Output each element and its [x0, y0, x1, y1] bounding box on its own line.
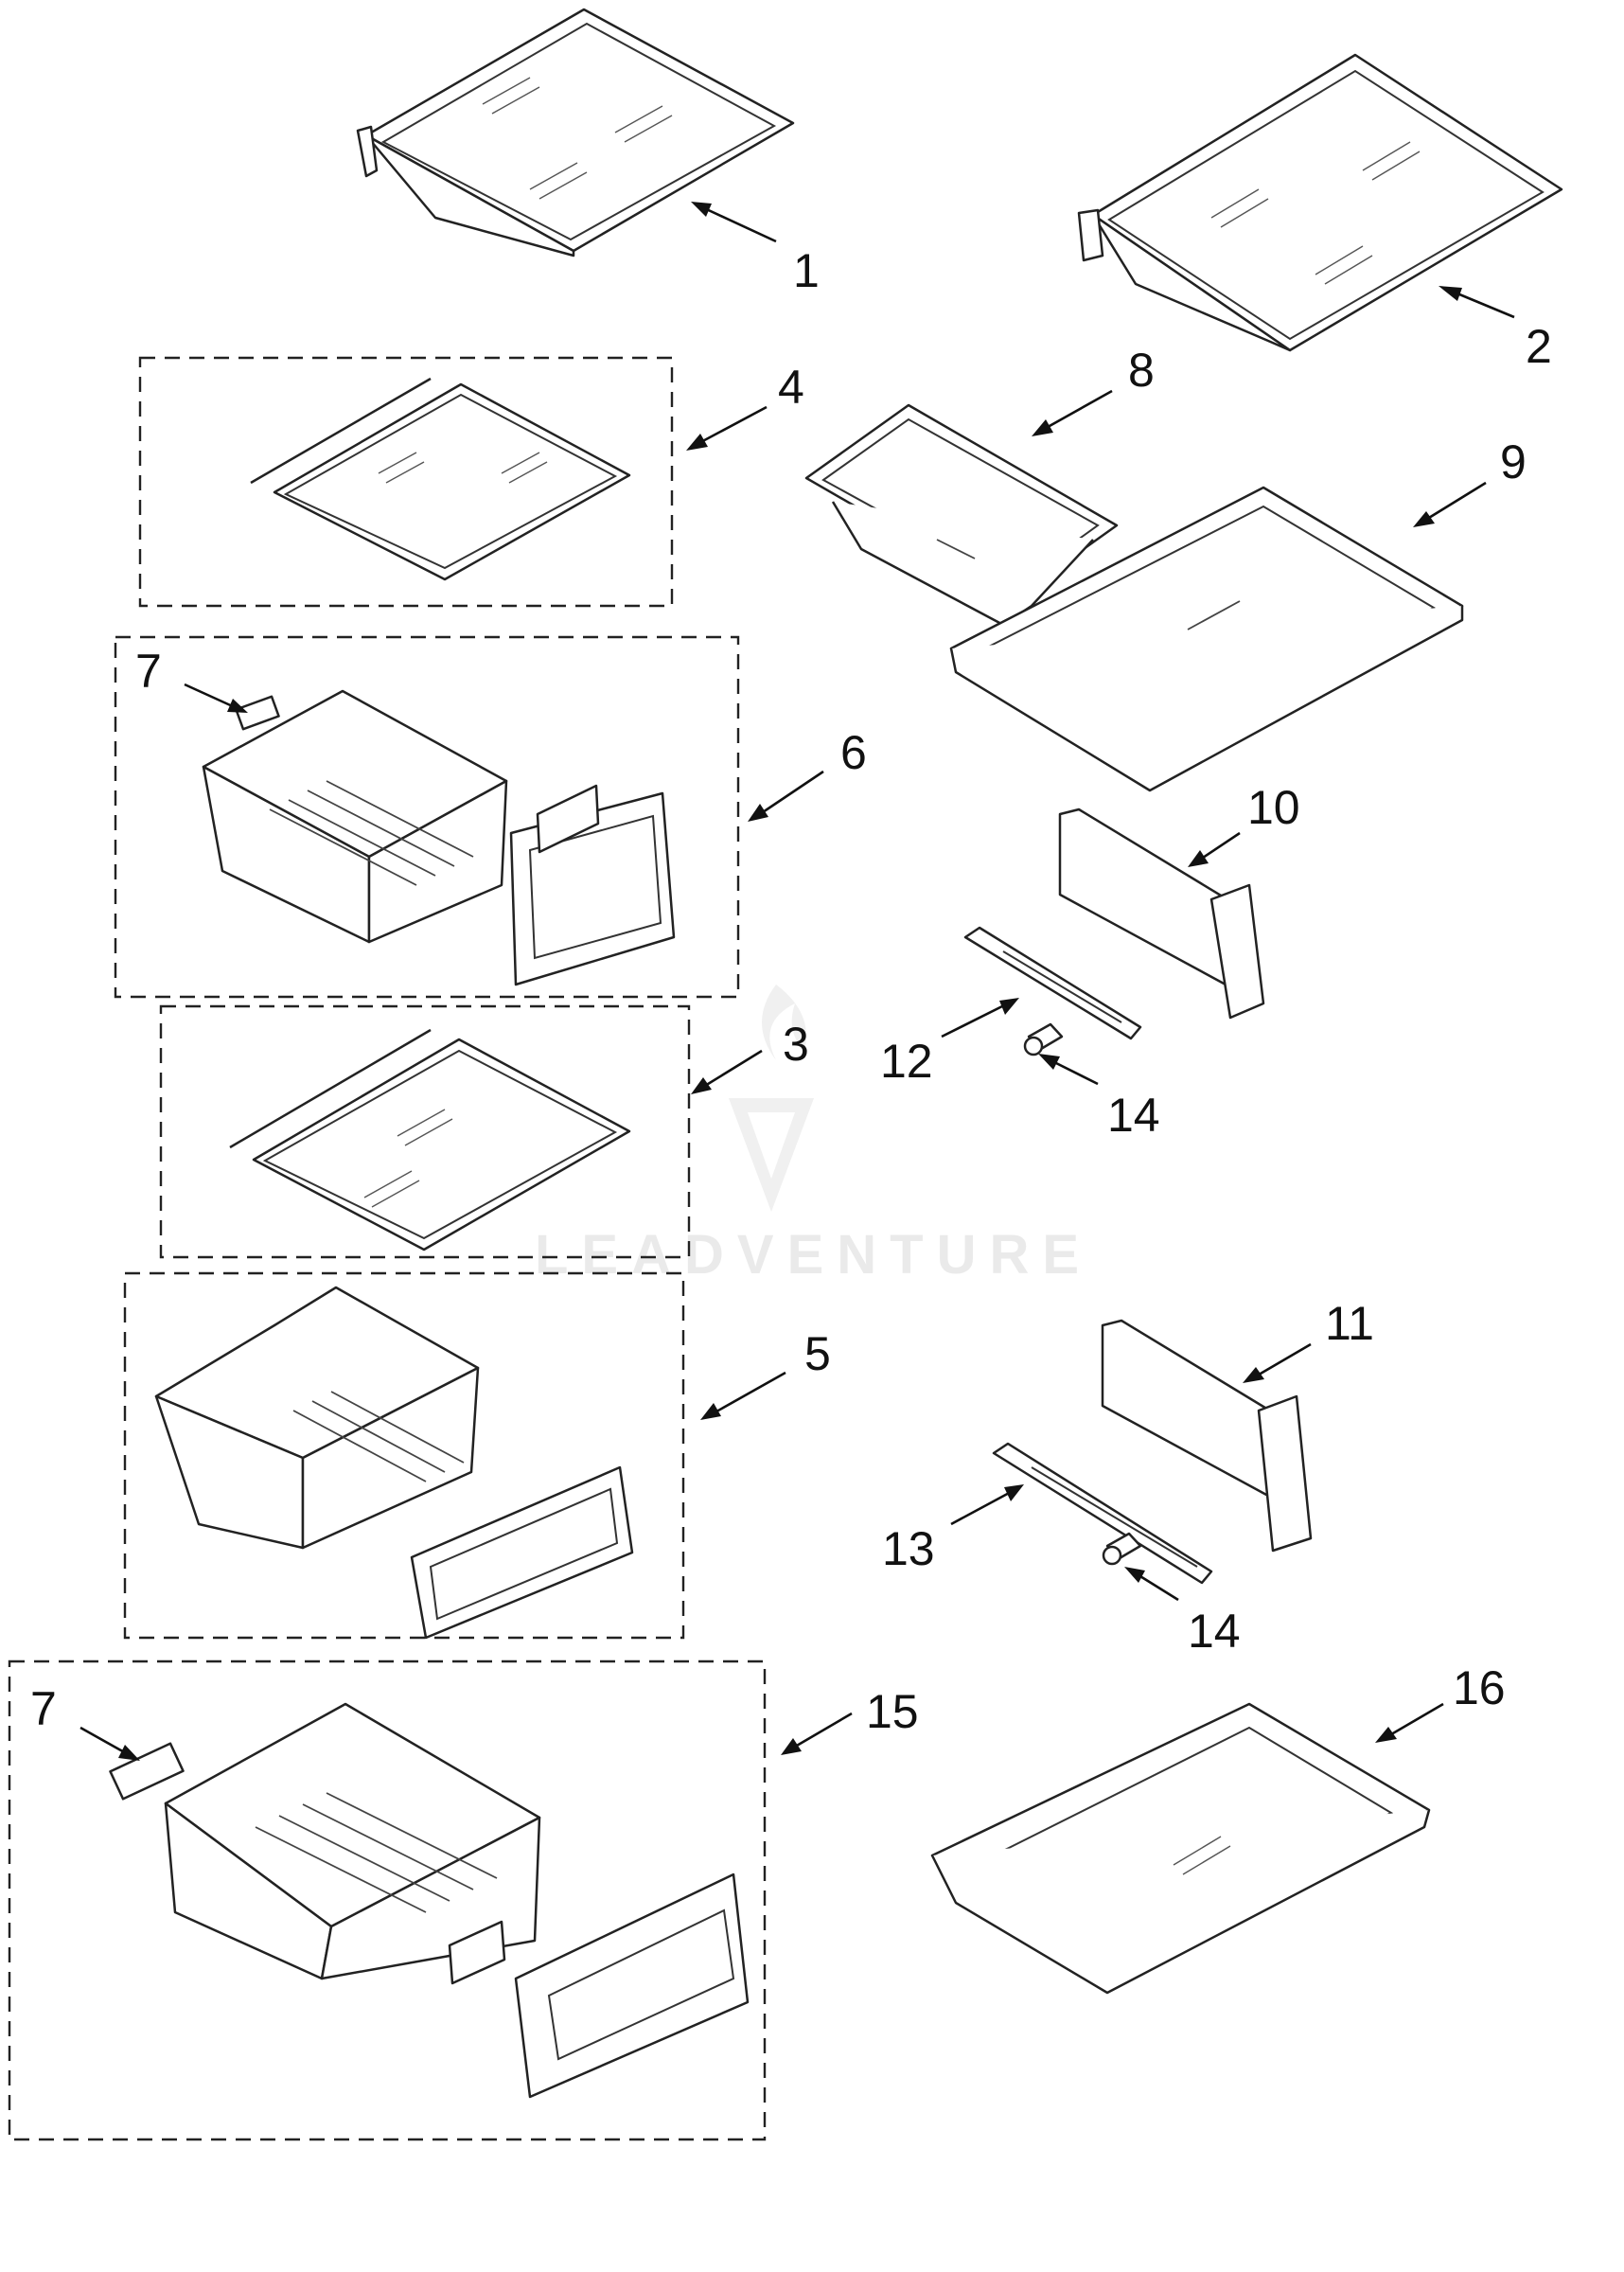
part-4-glass-shelf: [250, 377, 631, 581]
part-11-rail-cover: [1101, 1319, 1313, 1553]
callout-10: 10: [1247, 781, 1300, 834]
part-3-glass-shelf: [229, 1028, 631, 1251]
part-16-crisper-cover: [930, 1702, 1431, 1995]
watermark: LEADVENTURE: [535, 985, 1092, 1286]
callout-13: 13: [882, 1522, 935, 1575]
part-7-humidity-control: [235, 695, 280, 731]
part-8-bin: [804, 403, 1119, 627]
callout-16: 16: [1453, 1661, 1506, 1714]
callout-7-lower: 7: [30, 1682, 57, 1735]
callout-6: 6: [840, 726, 867, 779]
group-box-6: [114, 635, 740, 999]
part-13-slide-rail: [992, 1442, 1213, 1585]
group-box-5: [123, 1271, 685, 1640]
leader-lines: [79, 202, 1515, 1761]
part-10-rail-cover: [1058, 808, 1265, 1020]
group-box-3: [159, 1004, 691, 1259]
callout-4: 4: [778, 361, 804, 414]
callout-14-upper: 14: [1107, 1089, 1160, 1142]
callout-11: 11: [1325, 1297, 1374, 1350]
callout-8: 8: [1128, 344, 1155, 397]
callout-2: 2: [1526, 320, 1552, 373]
part-14-screw-lower: [1102, 1532, 1142, 1566]
part-5-drawer: [154, 1286, 634, 1640]
callout-1: 1: [793, 244, 820, 297]
group-box-4: [138, 356, 674, 608]
part-14-screw-upper: [1023, 1022, 1064, 1056]
callout-3: 3: [783, 1018, 809, 1071]
part-15-drawer: [164, 1702, 750, 2099]
watermark-text: LEADVENTURE: [535, 1224, 1092, 1286]
part-6-crisper-drawer: [202, 689, 676, 986]
group-box-15: [8, 1660, 767, 2141]
part-2-shelf: [1077, 53, 1563, 352]
part-9-tray: [949, 486, 1464, 792]
callout-7-upper: 7: [135, 645, 162, 698]
callout-12: 12: [880, 1035, 933, 1088]
callout-5: 5: [804, 1327, 831, 1380]
callout-labels: 1 2 3 4 5 6 7 7 8 9 10 11 12 13 14 14 15…: [30, 244, 1552, 1738]
callout-9: 9: [1500, 435, 1527, 488]
part-1-shelf: [356, 8, 795, 257]
callout-15: 15: [866, 1685, 919, 1738]
callout-14-lower: 14: [1188, 1605, 1241, 1658]
part-12-slide-rail: [963, 926, 1142, 1040]
part-7-humidity-control-lower: [109, 1742, 185, 1801]
